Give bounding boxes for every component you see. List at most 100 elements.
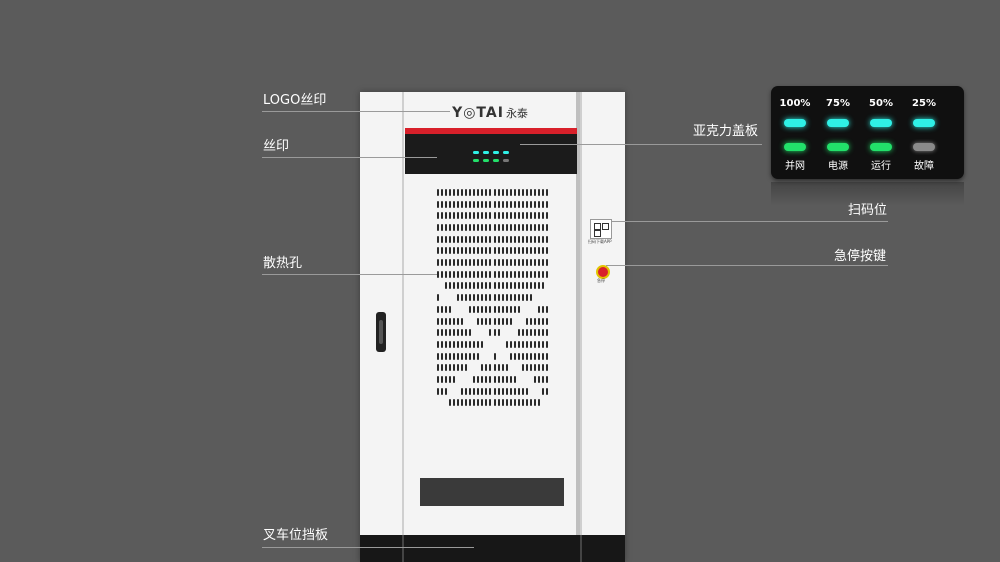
mini-led bbox=[493, 151, 499, 154]
vent-hole bbox=[449, 329, 452, 337]
vent-hole bbox=[505, 340, 508, 348]
emergency-stop-button[interactable] bbox=[596, 265, 610, 279]
vent-hole bbox=[449, 375, 452, 383]
status-led bbox=[784, 143, 806, 151]
vent-hole bbox=[437, 294, 439, 302]
mini-led bbox=[493, 159, 499, 162]
vent-hole bbox=[473, 282, 476, 290]
vent-hole bbox=[473, 212, 476, 220]
vent-hole bbox=[493, 212, 496, 220]
vent-hole bbox=[545, 247, 548, 255]
vent-hole bbox=[485, 224, 488, 232]
vent-hole bbox=[537, 329, 540, 337]
vent-hole bbox=[441, 375, 444, 383]
vent-hole bbox=[537, 375, 540, 383]
callout-scan-code: 扫码位 bbox=[848, 203, 888, 218]
vent-hole bbox=[481, 259, 484, 267]
vent-hole bbox=[501, 364, 504, 372]
vent-hole bbox=[441, 212, 444, 220]
vent-hole bbox=[505, 282, 508, 290]
vent-hole bbox=[437, 364, 439, 372]
vent-hole bbox=[529, 317, 532, 325]
vent-hole bbox=[541, 247, 544, 255]
vent-hole bbox=[521, 387, 524, 395]
vent-hole bbox=[445, 340, 448, 348]
vent-hole bbox=[485, 247, 488, 255]
vent-hole bbox=[505, 247, 508, 255]
vent-hole bbox=[529, 340, 532, 348]
vent-hole bbox=[509, 270, 512, 278]
vent-hole bbox=[481, 235, 484, 243]
vent-hole bbox=[493, 247, 496, 255]
vent-hole bbox=[477, 399, 480, 407]
vent-hole bbox=[509, 317, 512, 325]
vent-hole bbox=[445, 329, 448, 337]
vent-hole bbox=[505, 294, 508, 302]
callout-acrylic-cover: 亚克力盖板 bbox=[693, 124, 759, 139]
vent-hole bbox=[545, 375, 548, 383]
callout-line bbox=[520, 144, 762, 145]
mini-led bbox=[483, 159, 489, 162]
vent-hole bbox=[449, 340, 452, 348]
vent-hole bbox=[529, 352, 532, 360]
vent-hole bbox=[513, 247, 516, 255]
vent-hole bbox=[529, 294, 532, 302]
vent-hole bbox=[489, 259, 492, 267]
vent-hole bbox=[465, 329, 468, 337]
vent-hole bbox=[445, 224, 448, 232]
vent-hole bbox=[477, 189, 480, 196]
vent-hole bbox=[513, 294, 516, 302]
vent-hole bbox=[449, 305, 452, 313]
vent-hole bbox=[513, 399, 516, 407]
vent-hole bbox=[545, 200, 548, 208]
indicator-panel-reflection bbox=[771, 182, 964, 206]
vent-hole bbox=[445, 387, 448, 395]
vent-hole bbox=[453, 235, 456, 243]
vent-hole bbox=[501, 224, 504, 232]
vent-hole bbox=[465, 247, 468, 255]
vent-hole bbox=[461, 235, 464, 243]
vent-hole bbox=[445, 282, 448, 290]
vent-hole bbox=[465, 235, 468, 243]
vent-hole bbox=[437, 375, 439, 383]
vent-hole bbox=[505, 189, 508, 196]
vent-hole bbox=[465, 340, 468, 348]
vent-hole bbox=[493, 317, 496, 325]
vent-hole bbox=[545, 352, 548, 360]
vent-hole bbox=[469, 200, 472, 208]
vent-hole bbox=[545, 235, 548, 243]
vent-hole bbox=[473, 340, 476, 348]
vent-hole bbox=[449, 259, 452, 267]
vent-hole bbox=[513, 189, 516, 196]
qr-code-icon bbox=[590, 219, 612, 239]
vent-hole bbox=[533, 282, 536, 290]
vent-hole bbox=[461, 270, 464, 278]
vent-hole bbox=[497, 212, 500, 220]
vent-hole bbox=[481, 387, 484, 395]
mini-led bbox=[473, 151, 479, 154]
door-handle-grip bbox=[379, 320, 383, 344]
vent-hole bbox=[497, 247, 500, 255]
vent-hole bbox=[441, 352, 444, 360]
vent-hole bbox=[509, 235, 512, 243]
brand-logo-en: Y◎TAI bbox=[452, 105, 504, 121]
vent-hole bbox=[517, 259, 520, 267]
level-label: 25% bbox=[912, 98, 936, 109]
vent-hole bbox=[437, 317, 439, 325]
vent-hole bbox=[465, 189, 468, 196]
vent-hole bbox=[497, 235, 500, 243]
vent-hole bbox=[437, 340, 439, 348]
vent-hole bbox=[497, 364, 500, 372]
vent-hole bbox=[517, 340, 520, 348]
vent-hole bbox=[521, 399, 524, 407]
vent-hole bbox=[541, 364, 544, 372]
acrylic-cover-panel bbox=[405, 134, 577, 174]
vent-hole bbox=[437, 387, 439, 395]
vent-hole bbox=[485, 200, 488, 208]
vent-hole bbox=[513, 259, 516, 267]
vent-hole bbox=[509, 352, 512, 360]
vent-hole bbox=[521, 294, 524, 302]
vent-hole bbox=[513, 282, 516, 290]
vent-hole bbox=[497, 317, 500, 325]
